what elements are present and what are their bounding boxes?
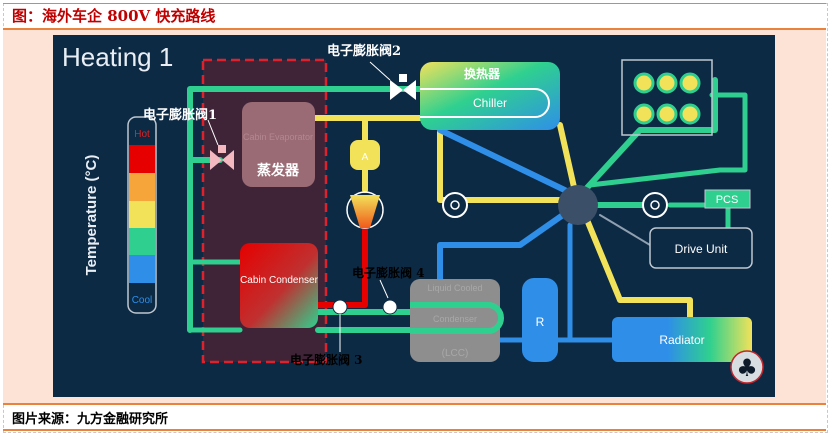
scale-band: [129, 228, 155, 255]
evaporator-cn-label: 蒸发器: [257, 162, 300, 179]
svg-text:♣: ♣: [736, 354, 758, 382]
figure-source: 图片来源：九方金融研究所: [12, 412, 169, 427]
pump-right: [642, 192, 668, 218]
temperature-axis-label: Temperature (°C): [83, 155, 100, 276]
chiller-cn-label: 换热器: [464, 66, 501, 81]
expansion-valve-1: [210, 145, 234, 170]
condenser-label: Cabin Condenser: [240, 275, 318, 286]
pcs: [704, 189, 751, 209]
scale-band: [129, 201, 155, 228]
temperature-scale: Hot Cool: [127, 116, 157, 314]
diagram-heading: Heating 1: [62, 42, 173, 72]
accumulator: [350, 140, 380, 170]
cabin-condenser: [240, 243, 318, 328]
scale-band: [129, 173, 155, 201]
divider: [3, 3, 826, 4]
lcc-label-3: (LCC): [442, 348, 469, 359]
chiller-label: Chiller: [473, 96, 507, 110]
cabin-evaporator: [242, 102, 315, 187]
divider: [3, 429, 826, 431]
divider: [3, 403, 826, 405]
divider: [3, 28, 826, 30]
valve-2-label: 电子膨胀阀2: [327, 43, 401, 59]
coolant-valve-hub: [558, 185, 598, 225]
valve-1-label: 电子膨胀阀1: [143, 107, 217, 123]
accumulator-label: A: [362, 152, 369, 163]
receiver: [522, 278, 558, 362]
lcc-label-1: Liquid Cooled: [427, 283, 482, 293]
battery-pack: [621, 59, 713, 136]
compressor-cone: [350, 195, 380, 228]
scale-hot-label: Hot: [134, 129, 150, 140]
radiator: [612, 317, 752, 362]
lcc-loop: [410, 302, 504, 334]
expansion-valve-4: [382, 299, 398, 315]
chiller: [420, 62, 560, 130]
radiator-label: Radiator: [659, 333, 704, 347]
pcs-label: PCS: [716, 194, 739, 206]
valve-4-label: 电子膨胀阀 4: [352, 265, 425, 280]
expansion-valve-2: [390, 74, 416, 100]
figure-title: 图：海外车企 800V 快充路线: [12, 7, 216, 25]
label-pointers: [207, 61, 391, 352]
scale-cool-label: Cool: [132, 295, 153, 306]
lcc-label-2: Condenser: [433, 314, 477, 324]
liquid-cooled-condenser: [410, 279, 500, 362]
club-icon: ♣: [730, 350, 764, 384]
valve-3-label: 电子膨胀阀 3: [290, 352, 363, 367]
chiller-loop: [420, 88, 550, 118]
scale-band: [129, 145, 155, 173]
expansion-valve-3: [332, 299, 348, 315]
scale-band: [129, 255, 155, 283]
drive-unit-label: Drive Unit: [675, 242, 728, 256]
drive-unit: [649, 227, 753, 269]
pump-left: [442, 192, 468, 218]
evaporator-label: Cabin Evaporator: [243, 132, 313, 142]
receiver-label: R: [536, 315, 545, 329]
